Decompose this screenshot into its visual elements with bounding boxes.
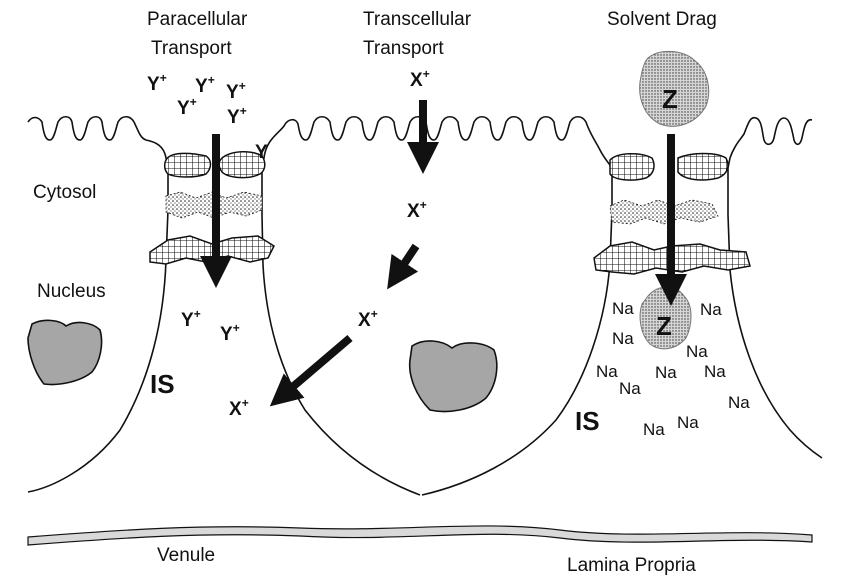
tight-junction-right-a — [609, 153, 655, 181]
right-cell-lateral-membrane — [727, 168, 823, 459]
transcellular-arrow-cytosol — [387, 243, 420, 290]
na-ion: Na — [643, 420, 665, 439]
na-ion: Na — [655, 363, 677, 382]
y-ion: Y+ — [220, 321, 240, 345]
na-ion: Na — [700, 300, 722, 319]
na-ion: Na — [596, 362, 618, 381]
is-label-right: IS — [575, 406, 600, 436]
y-ion: Y+ — [226, 79, 246, 103]
y-ion: Y+ — [181, 307, 201, 331]
basement-membrane — [27, 525, 813, 546]
y-ion: Y+ — [147, 71, 167, 95]
venule-label: Venule — [157, 545, 215, 566]
na-ion: Na — [619, 379, 641, 398]
y-ion: Y+ — [177, 95, 197, 119]
adherens-junction-right — [609, 199, 719, 225]
tight-junction-left-a — [163, 152, 212, 178]
na-ion: Na — [686, 342, 708, 361]
tight-junction-right-b — [677, 152, 729, 181]
paracellular-label-line2: Transport — [151, 38, 232, 59]
is-label-left: IS — [150, 369, 175, 399]
y-ion: Y+ — [227, 104, 247, 128]
z-molecule-apical — [639, 51, 710, 127]
nucleus-left — [27, 319, 103, 386]
y-ion: Y+ — [195, 73, 215, 97]
lamina-propria-label: Lamina Propria — [567, 555, 696, 576]
x-ion: X+ — [229, 396, 249, 420]
x-ion: X+ — [407, 198, 427, 222]
nucleus-middle — [408, 340, 498, 413]
y-ion-partial: Y — [255, 142, 268, 163]
x-ion: X+ — [410, 67, 430, 91]
paracellular-label-line1: Paracellular — [147, 9, 248, 30]
z-label-basal: Z — [656, 311, 672, 341]
cytosol-label: Cytosol — [33, 182, 96, 203]
x-ion: X+ — [358, 307, 378, 331]
transcellular-label-line1: Transcellular — [363, 9, 472, 30]
na-ion: Na — [704, 362, 726, 381]
left-cell-lateral-membrane-b — [261, 170, 421, 496]
na-ion: Na — [677, 413, 699, 432]
middle-cell-lateral-membrane — [421, 168, 613, 496]
apical-membrane-with-microvilli — [27, 115, 813, 171]
transcellular-arrow-basolateral — [269, 334, 353, 407]
solvent-drag-label: Solvent Drag — [607, 9, 717, 30]
z-label-apical: Z — [662, 84, 678, 114]
na-ion: Na — [612, 299, 634, 318]
na-ion: Na — [728, 393, 750, 412]
transcellular-label-line2: Transport — [363, 38, 444, 59]
left-cell-lateral-membrane-a — [27, 170, 169, 493]
nucleus-label: Nucleus — [37, 281, 106, 302]
na-ion: Na — [612, 329, 634, 348]
